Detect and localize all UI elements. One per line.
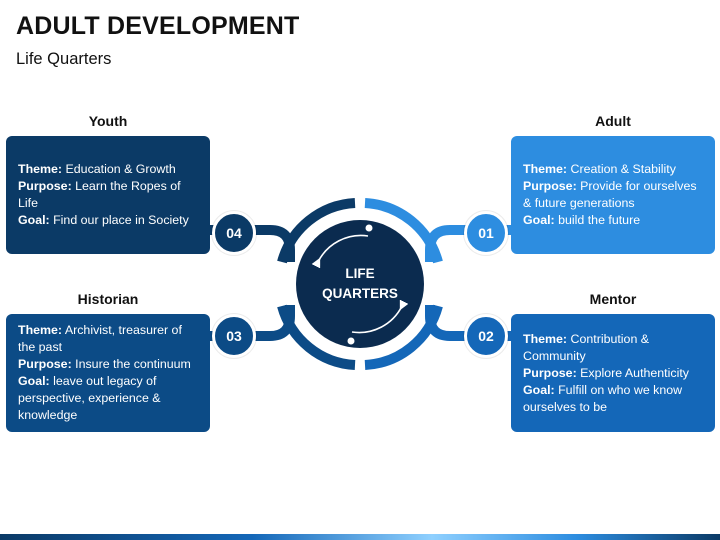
- center-label: LIFE QUARTERS: [310, 264, 410, 304]
- outer-arc-bottom-right: [364, 304, 443, 370]
- heading-adult: Adult: [595, 113, 631, 129]
- card-line: ourselves to be: [523, 399, 707, 416]
- page-title: ADULT DEVELOPMENT: [16, 12, 300, 40]
- card-line-text: Insure the continuum: [71, 357, 191, 371]
- card-line: Community: [523, 348, 707, 365]
- badge-01: 01: [464, 211, 508, 255]
- card-line-text: Contribution &: [567, 331, 650, 346]
- card-line-text: Education & Growth: [62, 162, 176, 176]
- card-line-label: Purpose:: [18, 179, 72, 193]
- card-line: Life: [18, 195, 202, 212]
- card-line-label: Theme:: [18, 323, 63, 337]
- card-line-label: Goal:: [523, 382, 555, 397]
- card-line-text: & future generations: [523, 196, 635, 210]
- card-line-label: Goal:: [523, 213, 555, 227]
- card-line-label: Purpose:: [18, 357, 72, 371]
- heading-mentor: Mentor: [589, 291, 637, 307]
- card-line: Goal: leave out legacy of: [18, 373, 202, 390]
- badge-03: 03: [212, 314, 256, 358]
- card-line: & future generations: [523, 195, 707, 212]
- card-line-text: knowledge: [18, 408, 78, 422]
- center-label-line2: QUARTERS: [322, 286, 398, 301]
- card-line: Purpose: Insure the continuum: [18, 356, 202, 373]
- card-line-text: Explore Authenticity: [576, 365, 689, 380]
- card-line: Theme: Creation & Stability: [523, 161, 707, 178]
- bottom-accent-bar: [0, 534, 720, 540]
- card-line-text: Life: [18, 196, 38, 210]
- inner-dot-top: [365, 224, 373, 232]
- card-line-text: perspective, experience &: [18, 391, 161, 405]
- card-line: knowledge: [18, 407, 202, 424]
- outer-arc-top-left: [277, 198, 356, 264]
- card-line-text: Archivist, treasurer of: [62, 323, 182, 337]
- card-line-text: leave out legacy of: [49, 374, 157, 388]
- card-line-label: Goal:: [18, 374, 50, 388]
- card-line: Goal: Fulfill on who we know: [523, 382, 707, 399]
- card-line: Goal: Find our place in Society: [18, 212, 202, 229]
- card-line-text: Creation & Stability: [567, 162, 676, 176]
- card-line-label: Purpose:: [523, 179, 577, 193]
- inner-dot-bottom: [347, 337, 355, 345]
- badge-02: 02: [464, 314, 508, 358]
- card-line: Theme: Contribution &: [523, 331, 707, 348]
- card-line: perspective, experience &: [18, 390, 202, 407]
- card-line: Purpose: Provide for ourselves: [523, 178, 707, 195]
- card-line-text: Fulfill on who we know: [554, 382, 683, 397]
- center-label-line1: LIFE: [345, 266, 375, 281]
- outer-arc-bottom-left: [277, 304, 356, 370]
- outer-arc-top-right: [364, 198, 443, 264]
- inner-arrow-bottom: [351, 299, 409, 334]
- card-line-text: the past: [18, 340, 63, 354]
- card-line-text: build the future: [554, 213, 641, 227]
- card-line-text: Provide for ourselves: [576, 179, 697, 193]
- card-line: the past: [18, 339, 202, 356]
- heading-historian: Historian: [77, 291, 139, 307]
- card-line-text: ourselves to be: [523, 399, 608, 414]
- card-line: Purpose: Explore Authenticity: [523, 365, 707, 382]
- inner-arrow-top: [311, 234, 369, 269]
- card-line-text: Learn the Ropes of: [71, 179, 181, 193]
- card-line-label: Purpose:: [523, 365, 577, 380]
- page-subtitle: Life Quarters: [16, 50, 112, 68]
- card-line-label: Theme:: [523, 331, 568, 346]
- card-line-text: Find our place in Society: [49, 213, 189, 227]
- card-line-label: Theme:: [523, 162, 568, 176]
- badge-04: 04: [212, 211, 256, 255]
- card-line: Theme: Education & Growth: [18, 161, 202, 178]
- card-line: Theme: Archivist, treasurer of: [18, 322, 202, 339]
- card-line: Goal: build the future: [523, 212, 707, 229]
- heading-youth: Youth: [88, 113, 128, 129]
- card-line-label: Goal:: [18, 213, 50, 227]
- card-line: Purpose: Learn the Ropes of: [18, 178, 202, 195]
- center-circle: [296, 220, 424, 348]
- card-line-label: Theme:: [18, 162, 63, 176]
- card-line-text: Community: [523, 348, 586, 363]
